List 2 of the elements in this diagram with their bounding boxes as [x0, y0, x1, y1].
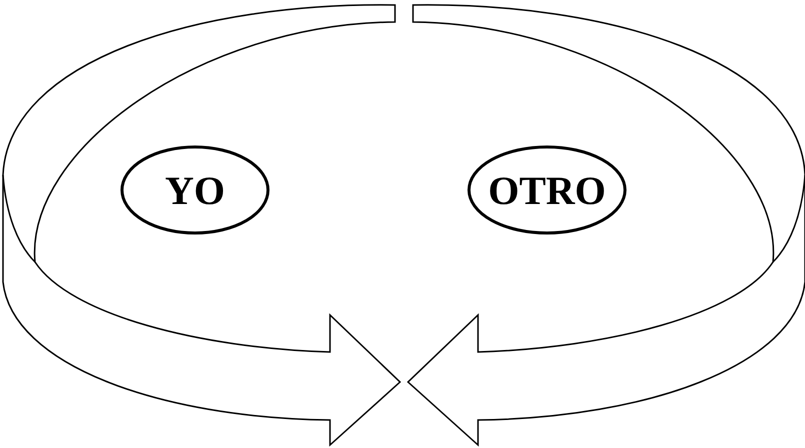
- node-label: OTRO: [488, 166, 606, 214]
- node-label: YO: [165, 166, 225, 214]
